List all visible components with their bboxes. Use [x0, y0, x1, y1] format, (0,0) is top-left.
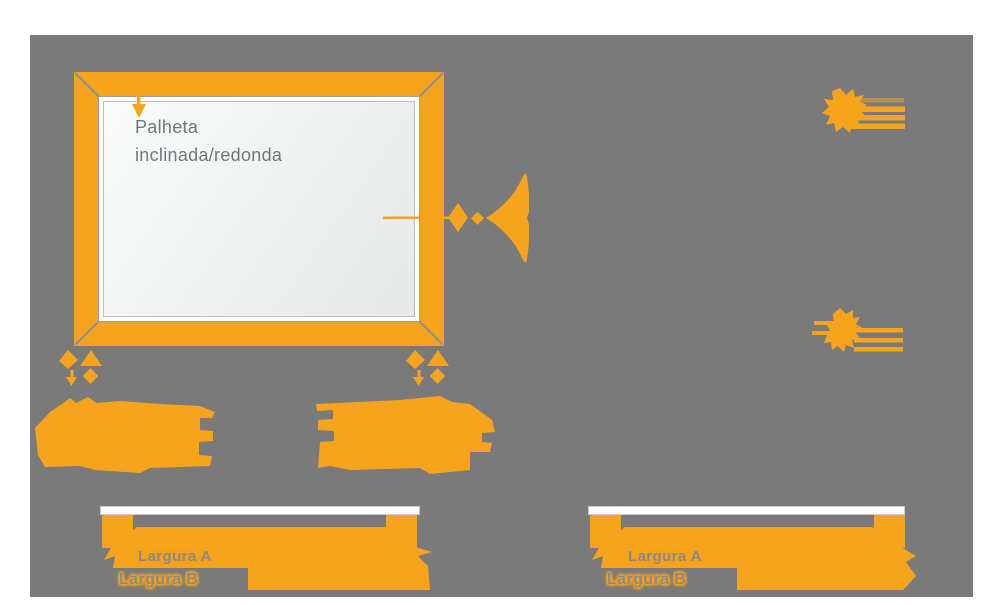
window-bevel [98, 96, 420, 322]
slat-strip-left [100, 506, 420, 515]
slat-profile-round-icon [812, 308, 903, 352]
dimension-arrows-icon [406, 350, 449, 386]
dimension-arrows-icon [59, 350, 102, 386]
callout-blob-left [35, 397, 215, 473]
callout-blob-right [316, 396, 495, 474]
dimension-band-left [104, 527, 432, 590]
dimension-label-largura-b: Largura B [119, 571, 199, 588]
dimension-label-largura-a: Largura A [628, 548, 702, 565]
window-panel [103, 101, 415, 317]
frame-miter-lines [74, 72, 444, 346]
slat-strip-right [588, 506, 905, 515]
dimension-label-largura-a: Largura A [138, 548, 212, 565]
down-arrow-icon [132, 84, 146, 118]
slat-profile-inclined-icon [822, 88, 905, 133]
dimension-label-largura-b: Largura B [607, 571, 687, 588]
detail-horn-icon [383, 173, 529, 263]
dimension-band-right [592, 527, 916, 590]
window-label: Palheta inclinada/redonda [135, 113, 282, 169]
window-label-line2: inclinada/redonda [135, 145, 283, 165]
window-label-line1: Palheta [135, 117, 199, 137]
